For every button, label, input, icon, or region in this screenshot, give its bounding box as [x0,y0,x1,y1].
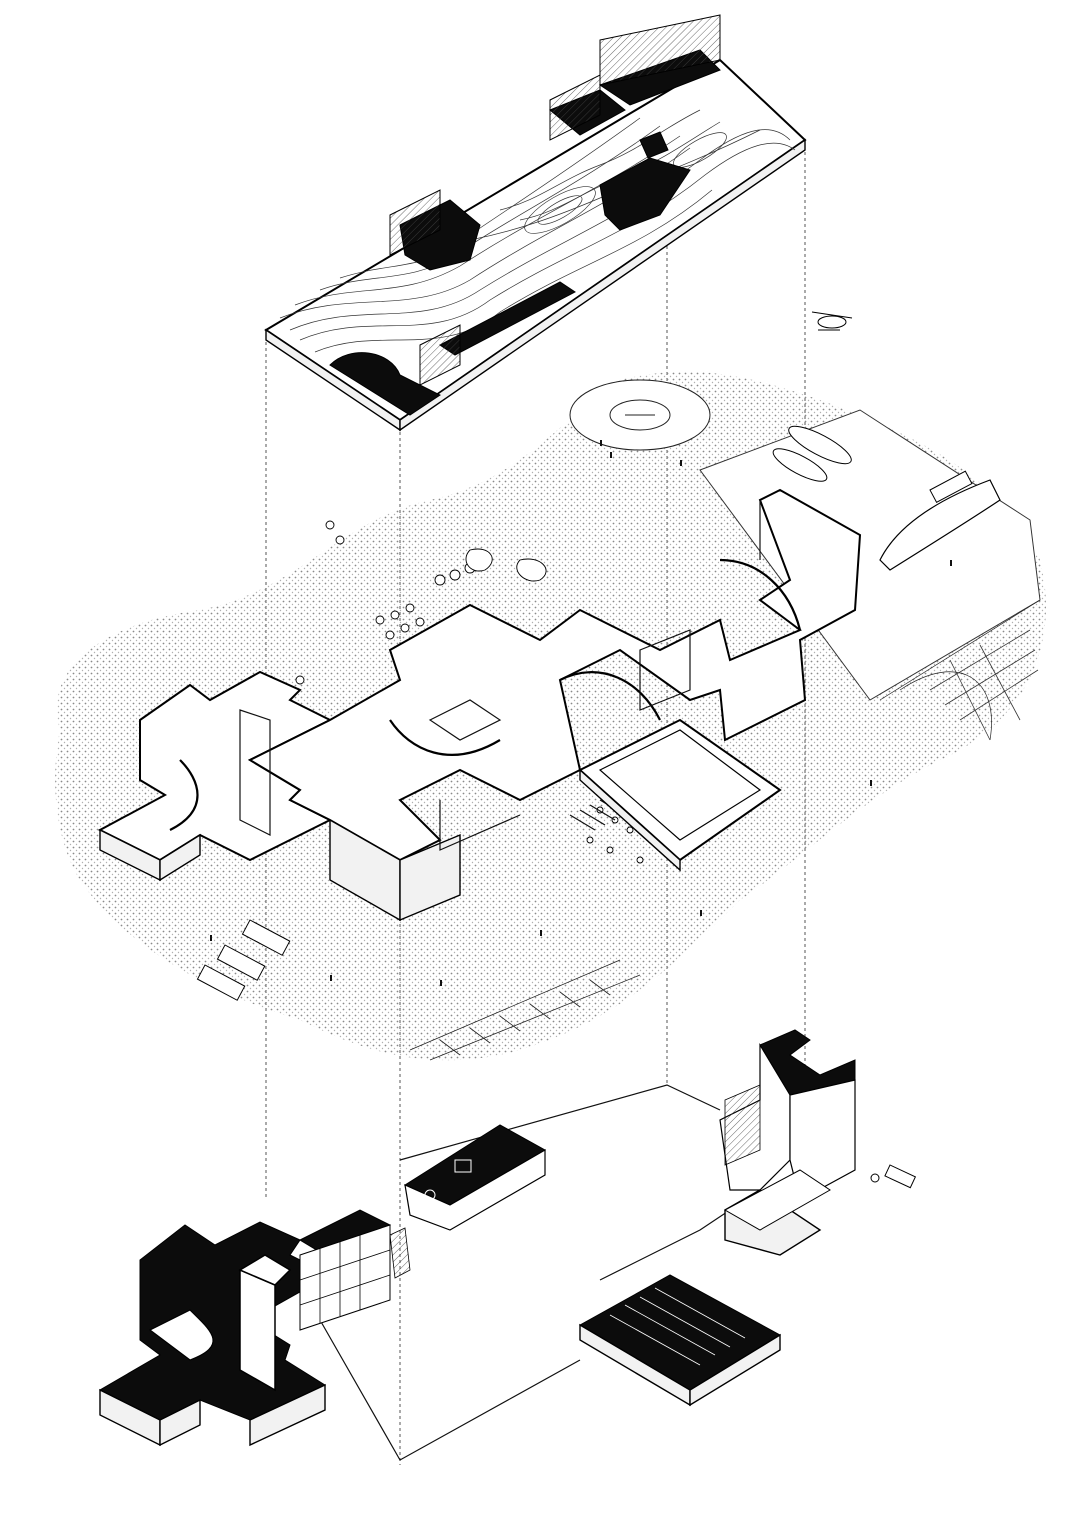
underground-parking [578,1274,781,1407]
east-basement [719,1029,856,1256]
boat-icon [772,425,852,482]
underground-rooms [298,1209,392,1331]
roof-contours [279,109,796,353]
ground-site-layer [55,371,1046,1061]
main-building-massing [97,488,862,922]
car-icon [870,1164,917,1189]
ferry-boat-icon [879,470,1001,571]
roof-landscape-layer [264,14,807,432]
helicopter-icon [811,311,853,331]
heliport [569,379,711,451]
people [210,440,952,986]
underground-hall [403,1124,547,1231]
parking-lot [409,959,641,1061]
roof-glazing [389,14,721,386]
underground-layer [98,1029,917,1461]
bus-icon [196,919,291,1001]
